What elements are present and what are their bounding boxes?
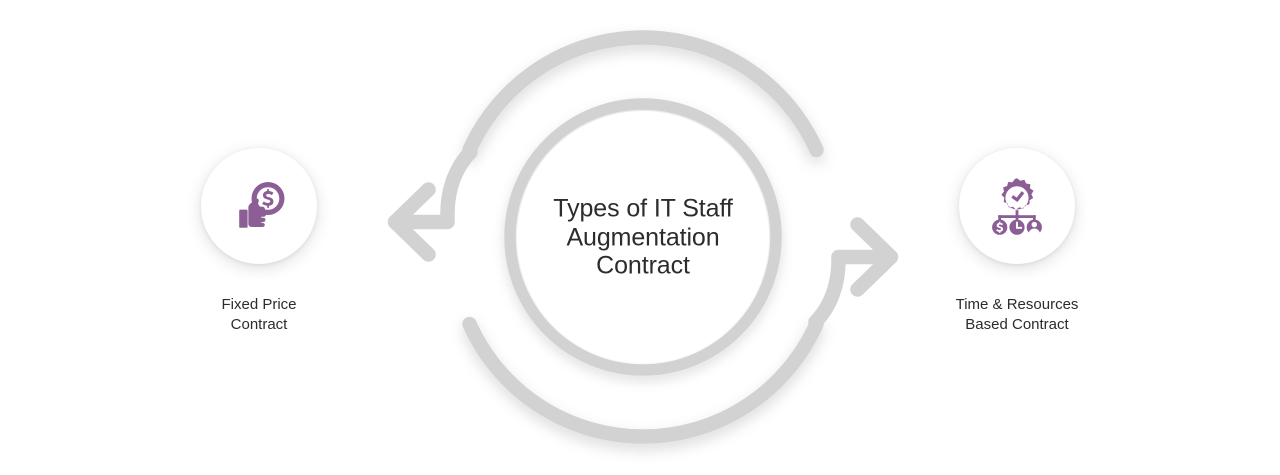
center-title: Types of IT Staff Augmentation Contract xyxy=(553,194,733,280)
node-time-resources[interactable]: Time & Resources Based Contract xyxy=(917,148,1117,335)
outer-ring xyxy=(462,30,824,444)
inner-ring xyxy=(504,98,782,376)
arrow-left xyxy=(387,144,478,262)
arrow-right xyxy=(808,217,899,330)
node-fixed-price[interactable]: Fixed Price Contract xyxy=(159,148,359,335)
hand-holding-dollar-coin-icon xyxy=(239,182,285,228)
fixed-price-icon-badge xyxy=(201,148,317,264)
gear-check-hierarchy-icon xyxy=(992,178,1042,236)
center-disc xyxy=(517,111,769,363)
node-label-fixed-price: Fixed Price Contract xyxy=(221,296,297,333)
time-resources-icon-badge xyxy=(959,148,1075,264)
node-label-time-resources: Time & Resources Based Contract xyxy=(955,296,1079,333)
